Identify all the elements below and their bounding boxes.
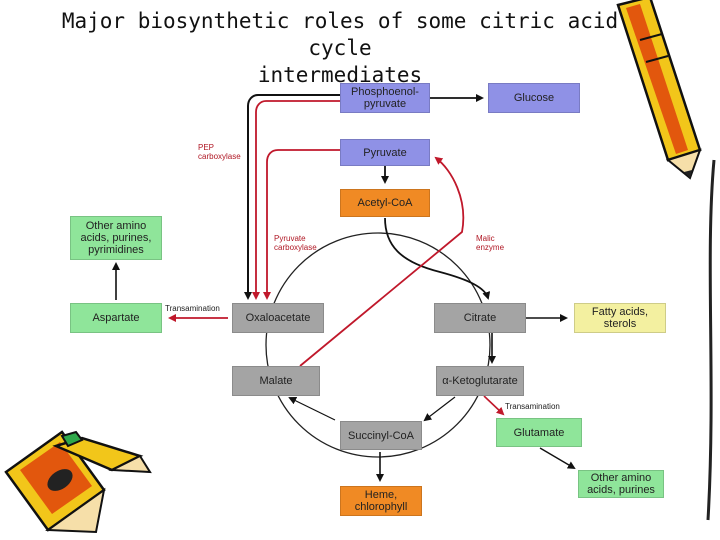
label-pep-carboxylase: PEP carboxylase (198, 143, 241, 161)
node-citrate: Citrate (434, 303, 526, 333)
node-acetyl-coa: Acetyl-CoA (340, 189, 430, 217)
arrow-malic-enzyme (299, 156, 465, 367)
node-succinyl-coa: Succinyl-CoA (340, 421, 422, 450)
arrow-succinyl-to-malate (288, 397, 336, 421)
arrow-pep-to-oxaloacetate (244, 94, 340, 300)
title-line-1: Major biosynthetic roles of some citric … (61, 9, 619, 60)
node-oxaloacetate: Oxaloacetate (232, 303, 324, 333)
arrow-pep-carboxylase (252, 100, 340, 300)
tca-cycle-ring (265, 232, 491, 458)
node-glucose: Glucose (488, 83, 580, 113)
label-transamination-left: Transamination (165, 304, 220, 313)
label-pyruvate-carboxylase: Pyruvate carboxylase (274, 234, 317, 252)
arrow-pyruvate-carboxylase (263, 149, 340, 300)
arrow-akg-to-succinyl (423, 396, 456, 422)
node-other-amino-bottom: Other amino acids, purines (578, 470, 664, 498)
node-phosphoenolpyruvate: Phosphoenol-pyruvate (340, 83, 430, 113)
node-malate: Malate (232, 366, 320, 396)
pencil-top-right-icon (616, 0, 702, 180)
node-aspartate: Aspartate (70, 303, 162, 333)
node-pyruvate: Pyruvate (340, 139, 430, 166)
arrow-acetylcoa-to-citrate (384, 217, 491, 300)
label-malic-enzyme: Malic enzyme (476, 234, 505, 252)
node-fatty-acids: Fatty acids, sterols (574, 303, 666, 333)
label-transamination-right: Transamination (505, 402, 560, 411)
pencils-bottom-left-icon (4, 430, 152, 534)
node-alpha-ketoglutarate: α-Ketoglutarate (436, 366, 524, 396)
decorative-curve (706, 159, 716, 521)
arrow-glutamate-to-other-amino (539, 447, 576, 470)
node-other-amino-top: Other amino acids, purines, pyrimidines (70, 216, 162, 260)
page-title: Major biosynthetic roles of some citric … (40, 8, 640, 89)
node-heme-chlorophyll: Heme, chlorophyll (340, 486, 422, 516)
node-glutamate: Glutamate (496, 418, 582, 447)
arrow-akg-to-glutamate (483, 395, 505, 416)
